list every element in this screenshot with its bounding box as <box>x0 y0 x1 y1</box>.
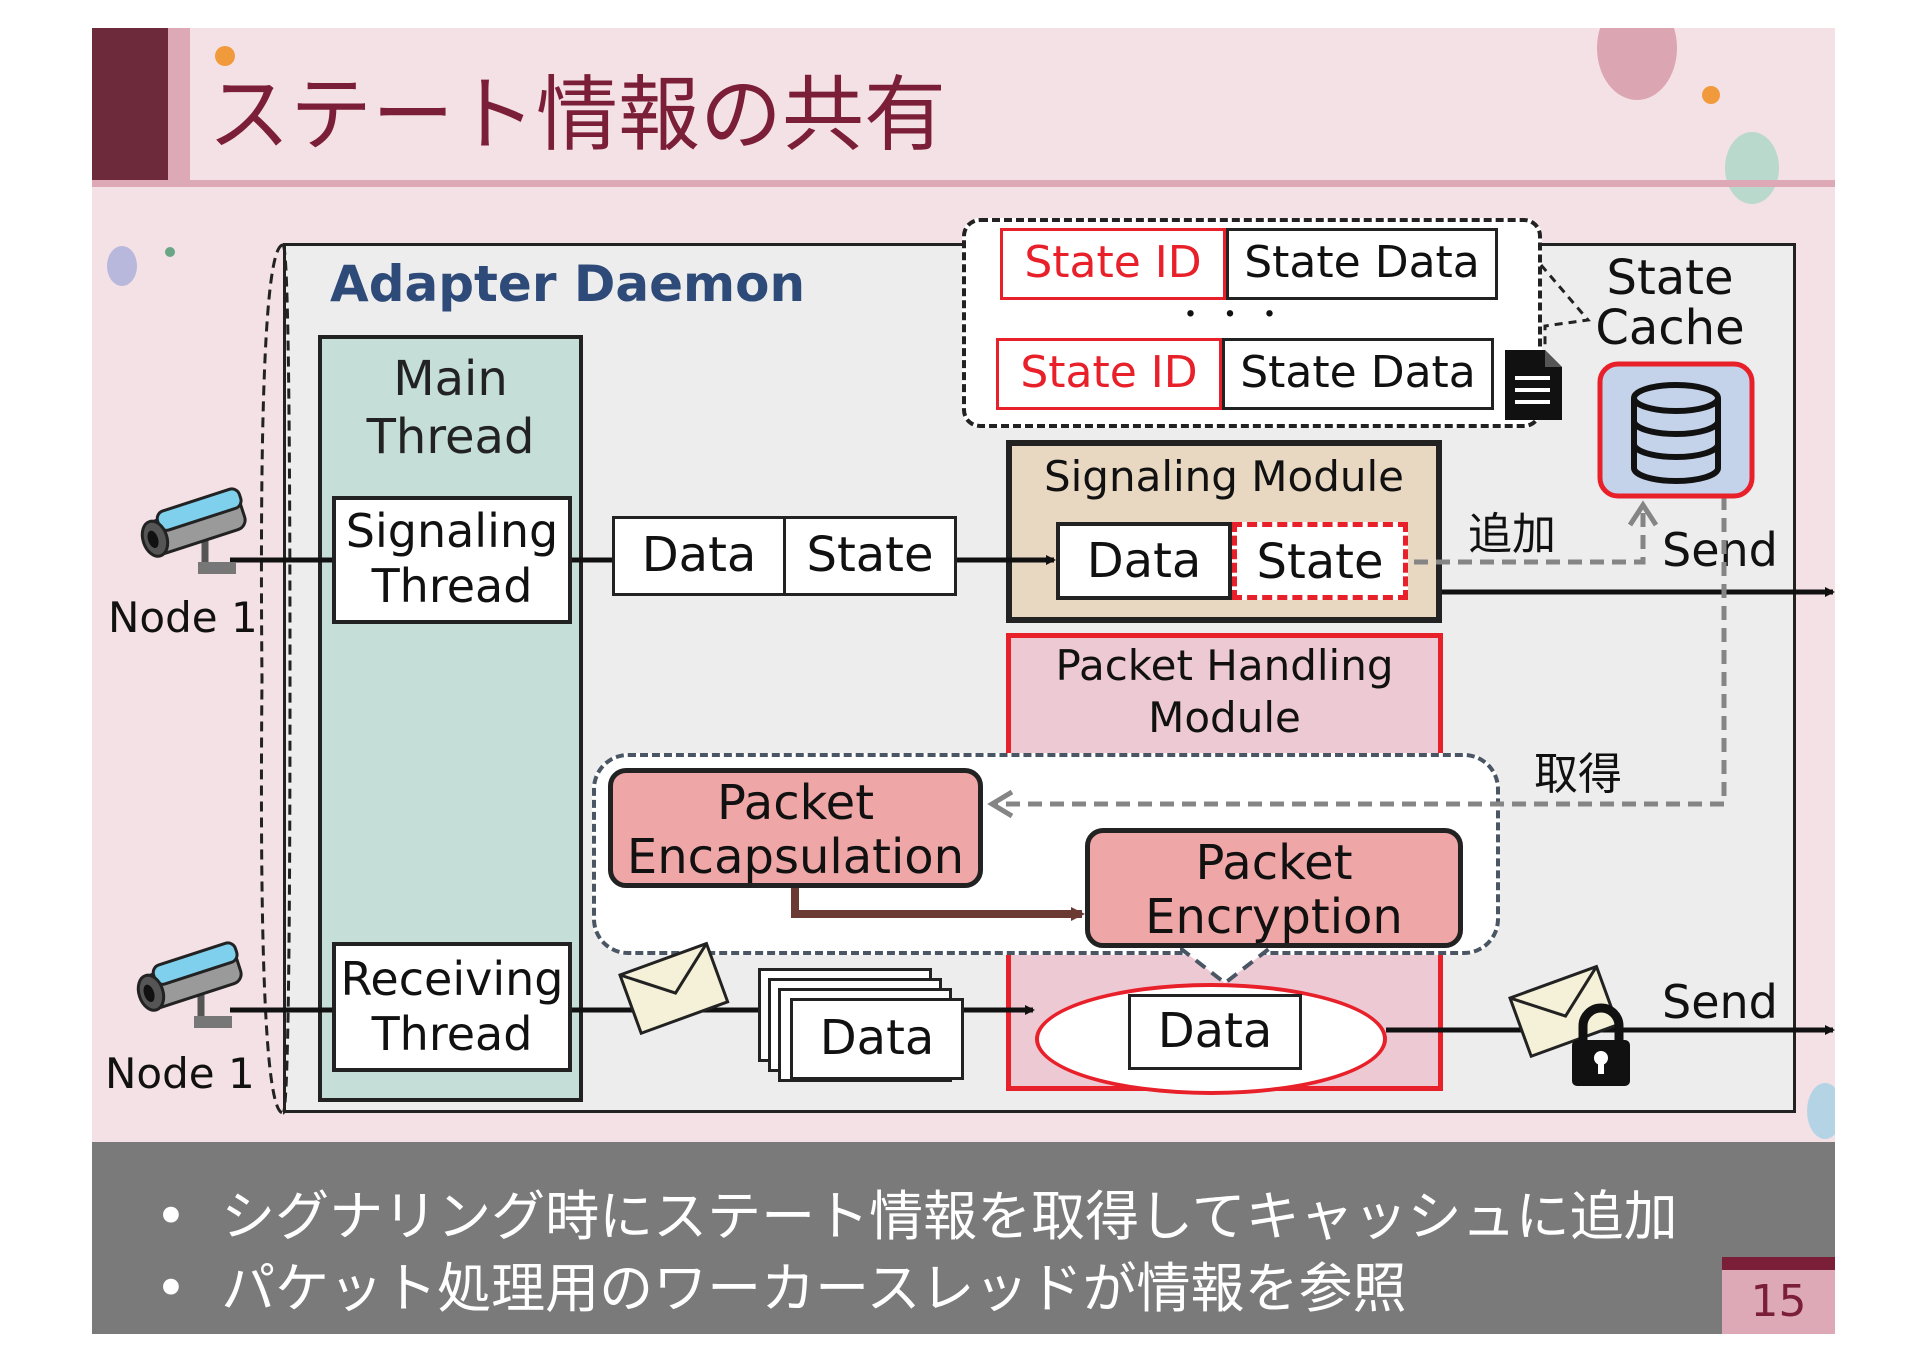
camera-icon <box>136 941 243 1028</box>
state-id-cell: State ID <box>1000 228 1226 300</box>
receiving-thread-box: Receiving Thread <box>332 942 572 1072</box>
state-data-cell: State Data <box>1226 228 1498 300</box>
lock-icon <box>1572 1003 1630 1086</box>
get-from-cache-line <box>994 496 1727 807</box>
msg-state-cell: State <box>783 516 957 596</box>
add-to-cache-line <box>1414 512 1646 565</box>
title-accent-light <box>168 28 190 186</box>
adapter-daemon-label: Adapter Daemon <box>330 255 806 313</box>
main-thread-line-2: Thread <box>366 409 535 465</box>
database-icon <box>1631 382 1721 484</box>
state-cache-line-2: Cache <box>1595 300 1745 356</box>
sig-data-cell: Data <box>1056 522 1232 600</box>
packet-encryption-line-2: Encryption <box>1145 889 1403 945</box>
camera-icon <box>140 487 247 574</box>
encap-to-encrypt-arrow <box>791 888 1085 921</box>
main-thread-line-1: Main <box>393 351 508 407</box>
send-top-label: Send <box>1662 523 1778 577</box>
state-cache-box <box>1597 361 1755 499</box>
bullet-dot: • <box>155 1185 222 1248</box>
bullet-item: • シグナリング時にステート情報を取得してキャッシュに追加 <box>155 1172 1678 1251</box>
add-arrow-head <box>1627 500 1659 527</box>
page-number: 15 <box>1722 1270 1835 1334</box>
node-top-label: Node 1 <box>108 593 258 642</box>
packet-handling-module-label: Packet Handling Module <box>1006 640 1443 744</box>
signaling-thread-line-1: Signaling <box>345 504 559 558</box>
title-accent-dark <box>92 28 168 186</box>
bullet-text: シグナリング時にステート情報を取得してキャッシュに追加 <box>221 1185 1678 1248</box>
page-number-accent <box>1722 1257 1835 1270</box>
bullet-bar <box>92 1142 1835 1334</box>
packet-handling-line-2: Module <box>1148 693 1301 742</box>
receiving-thread-line-2: Thread <box>371 1007 533 1061</box>
cache-ellipsis: ・ ・ ・ <box>1175 298 1285 333</box>
slide-title: ステート情報の共有 <box>208 68 947 163</box>
node-bracket-outer <box>259 243 284 1115</box>
sig-state-cell: State <box>1232 522 1408 600</box>
packet-handling-line-1: Packet Handling <box>1055 641 1394 690</box>
packet-encapsulation-line-2: Encapsulation <box>626 829 965 885</box>
node-bracket-inner <box>281 243 292 1115</box>
send-bottom-label: Send <box>1662 975 1778 1029</box>
get-arrow-head <box>987 789 1014 819</box>
state-id-cell: State ID <box>996 338 1222 410</box>
bullet-item: • パケット処理用のワーカースレッドが情報を参照 <box>155 1244 1407 1323</box>
state-cache-label: State Cache <box>1580 253 1760 353</box>
bullet-dot: • <box>155 1257 222 1320</box>
callout-pointer <box>1539 264 1591 345</box>
bullet-text: パケット処理用のワーカースレッドが情報を参照 <box>221 1257 1407 1320</box>
packet-encryption-line-1: Packet <box>1195 835 1353 891</box>
signaling-thread-line-2: Thread <box>371 559 533 613</box>
signaling-thread-box: Signaling Thread <box>332 496 572 624</box>
signaling-module-label: Signaling Module <box>1043 452 1405 501</box>
document-icon <box>1505 350 1562 420</box>
receiving-thread-line-1: Receiving <box>340 952 564 1006</box>
envelope-icon <box>618 941 730 1036</box>
worker-region-pointer <box>1180 948 1270 986</box>
ph-data-cell: Data <box>1128 994 1302 1070</box>
packet-encapsulation-line-1: Packet <box>716 775 875 831</box>
state-cache-line-1: State <box>1606 250 1734 306</box>
state-data-cell: State Data <box>1222 338 1494 410</box>
node-bottom-label: Node 1 <box>105 1049 255 1098</box>
packet-encryption-box: Packet Encryption <box>1085 828 1463 948</box>
packet-encapsulation-box: Packet Encapsulation <box>608 768 983 888</box>
add-label: 追加 <box>1468 509 1556 560</box>
get-label: 取得 <box>1534 749 1622 800</box>
title-underline <box>92 180 1835 187</box>
envelope-icon <box>1508 964 1620 1059</box>
main-thread-label: Main Thread <box>318 350 583 466</box>
recv-data-cell: Data <box>790 998 964 1080</box>
decor-circles <box>107 28 1835 1139</box>
